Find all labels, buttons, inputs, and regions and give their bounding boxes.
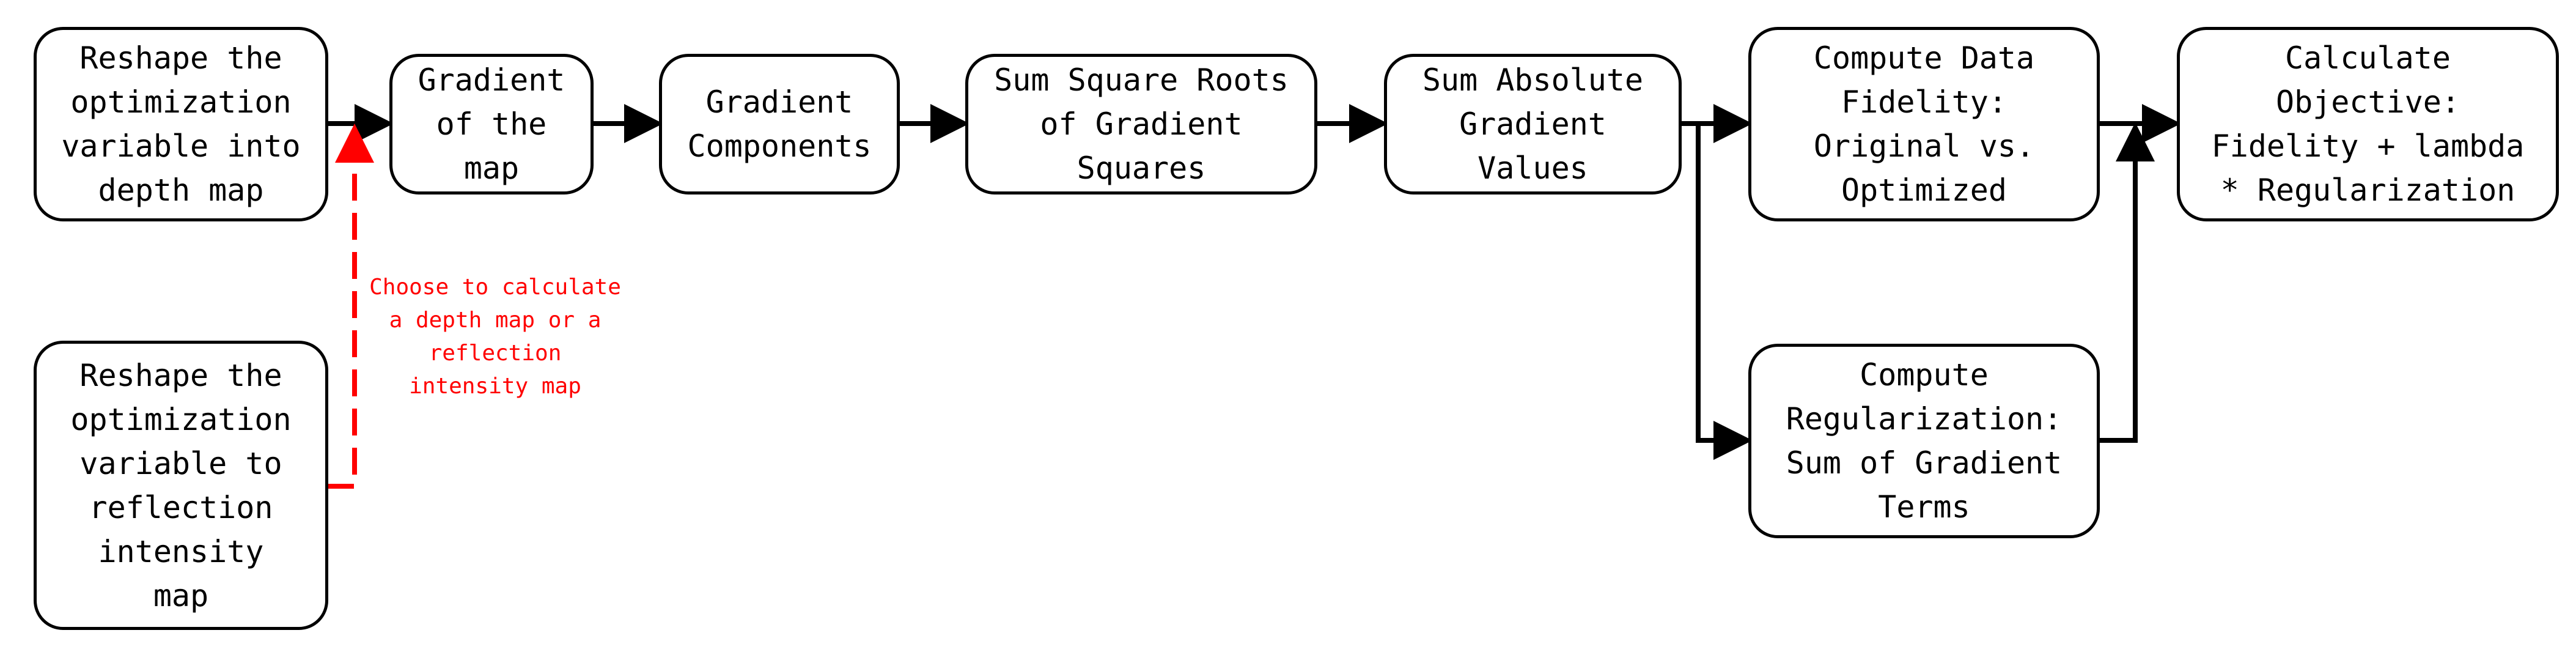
gradient-components-node: Gradient Components [659,54,900,194]
arrow-reflection-alternate [327,124,374,489]
gradient-of-map-node: Gradient of the map [389,54,594,194]
data-fidelity-node: Compute Data Fidelity: Original vs. Opti… [1748,27,2100,221]
sum-square-roots-node: Sum Square Roots of Gradient Squares [965,54,1317,194]
reshape-depth-node: Reshape the optimization variable into d… [34,27,328,221]
objective-node: Calculate Objective: Fidelity + lambda *… [2177,27,2559,221]
sum-absolute-node: Sum Absolute Gradient Values [1384,54,1682,194]
choice-annotation: Choose to calculate a depth map or a ref… [369,275,621,399]
arrow-sumabs-to-regularization [1696,124,1753,460]
regularization-node: Compute Regularization: Sum of Gradient … [1748,344,2100,538]
reshape-reflection-node: Reshape the optimization variable to ref… [34,341,328,630]
arrow-regularization-to-objective [2098,122,2155,443]
